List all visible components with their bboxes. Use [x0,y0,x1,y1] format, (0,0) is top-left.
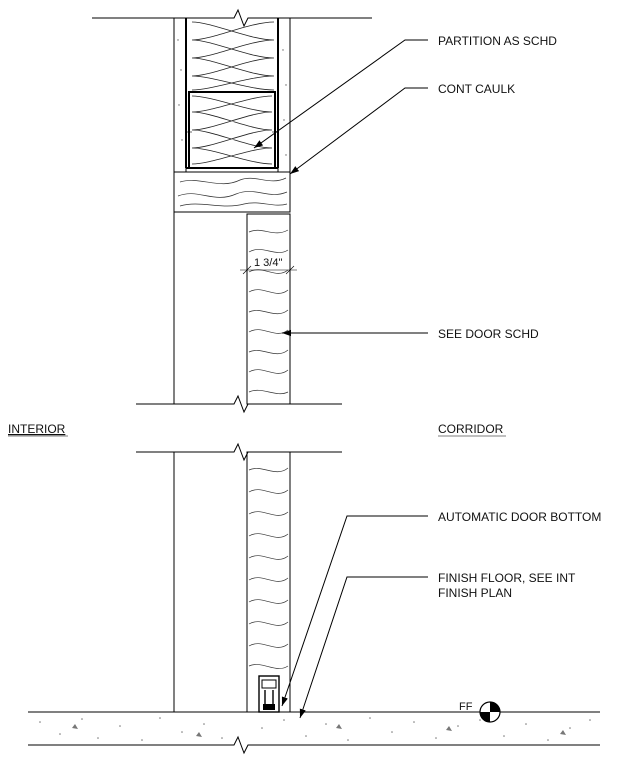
insulation-upper [191,21,275,91]
partition-wall [92,8,372,172]
dimension-label: 1 3/4" [254,257,282,269]
door-thickness-dimension: 1 3/4" [240,257,297,275]
break-line-upper [136,394,342,414]
automatic-door-bottom-device [258,675,280,713]
door-leaf-upper [246,213,291,405]
door-label: SEE DOOR SCHD [438,327,539,341]
ff-label: FF [459,701,473,713]
door-frame-head [173,171,291,213]
insulation-lower [191,95,273,165]
floor-label-line1: FINISH FLOOR, SEE INT [438,571,576,585]
leader-lines [253,39,428,719]
interior-label: INTERIOR [8,422,66,436]
break-line-lower [136,442,342,462]
gyp-board-stipple [177,39,287,156]
door-bottom-label: AUTOMATIC DOOR BOTTOM [438,510,601,524]
corridor-label: CORRIDOR [438,422,504,436]
floor-label-line2: FINISH PLAN [438,586,512,600]
caulk-label: CONT CAULK [438,82,515,96]
concrete-stipple [39,717,591,741]
finish-floor-datum-symbol: FF [395,701,501,723]
floor-slab [28,711,600,755]
door-leaf-lower [246,451,291,713]
partition-label: PARTITION AS SCHD [438,34,557,48]
